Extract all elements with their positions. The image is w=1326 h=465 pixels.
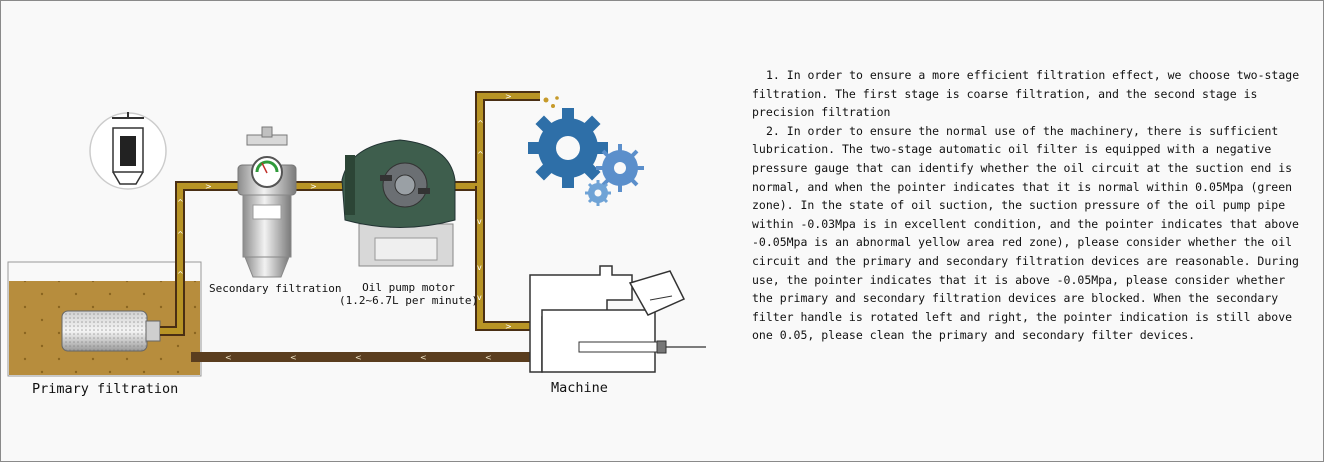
- secondary-filtration-label: Secondary filtration: [209, 282, 342, 295]
- svg-text:^: ^: [177, 270, 184, 279]
- oil-pump-motor-rate: (1.2~6.7L per minute): [339, 294, 479, 307]
- oil-pump-motor: [341, 139, 456, 267]
- filter-schematic-icon: [89, 112, 167, 190]
- svg-text:v: v: [477, 263, 482, 272]
- machine-label: Machine: [551, 380, 608, 396]
- secondary-filter: [237, 126, 297, 278]
- svg-text:<: <: [485, 353, 492, 362]
- machine: [529, 265, 706, 373]
- svg-text:^: ^: [177, 230, 184, 239]
- svg-text:<: <: [225, 353, 232, 362]
- svg-text:<: <: [290, 353, 297, 362]
- svg-text:>: >: [505, 322, 512, 331]
- svg-text:<: <: [355, 353, 362, 362]
- svg-text:v: v: [477, 293, 482, 302]
- gears-icon: [528, 108, 644, 206]
- svg-text:>: >: [310, 182, 317, 191]
- svg-text:^: ^: [477, 150, 484, 159]
- return-pipe: < < < < <: [191, 352, 543, 362]
- oil-pump-motor-name: Oil pump motor: [362, 281, 455, 294]
- primary-filter: [61, 310, 161, 352]
- primary-filtration-label: Primary filtration: [32, 381, 179, 397]
- svg-text:v: v: [477, 217, 482, 226]
- description-text: 1. In order to ensure a more efficient f…: [752, 66, 1302, 345]
- svg-text:>: >: [205, 182, 212, 191]
- svg-text:^: ^: [177, 198, 184, 207]
- supply-pipe: ^^^ >>> ^^ > vvv >: [160, 91, 559, 336]
- description-paragraph-1: 1. In order to ensure a more efficient f…: [752, 68, 1300, 120]
- oil-pump-motor-label: Oil pump motor (1.2~6.7L per minute): [339, 281, 478, 307]
- description-paragraph-2: 2. In order to ensure the normal use of …: [752, 123, 1299, 343]
- svg-text:<: <: [420, 353, 427, 362]
- svg-text:>: >: [505, 92, 512, 101]
- svg-text:^: ^: [477, 119, 484, 128]
